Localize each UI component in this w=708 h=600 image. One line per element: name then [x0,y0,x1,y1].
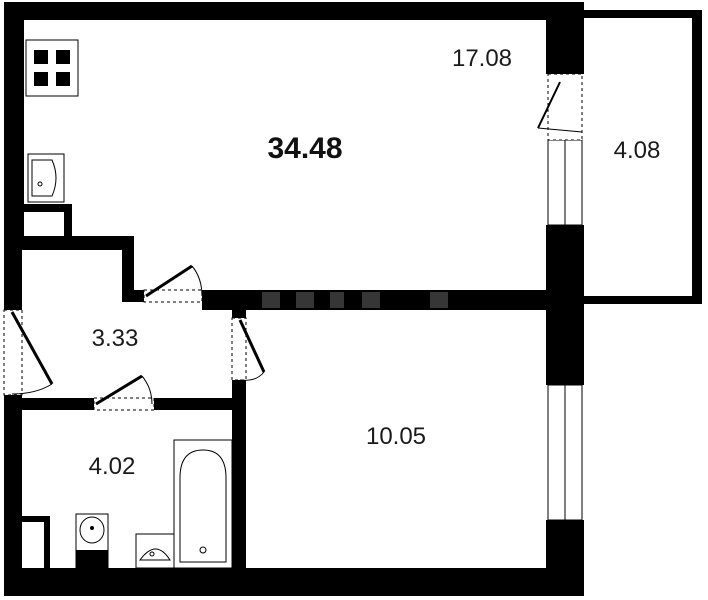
balcony-door [537,73,583,141]
door-swing-icon [238,319,266,373]
balcony-wall-bottom [584,296,702,304]
stove-burner [34,50,48,64]
watermark-bar [430,292,448,308]
bathtub-drain [199,546,207,554]
stove-frame [25,39,79,97]
doors [10,264,266,411]
sink-bowl [31,159,57,197]
wall-hall-bedroom-upper [232,298,246,318]
wall-left-middle [4,240,22,310]
door-arc [239,371,265,381]
bath-alcove-v [44,516,50,570]
wall-kitchen-stub-v [64,204,72,240]
watermark-bar [330,292,344,308]
door-opening [93,397,155,411]
door-swing-icon [95,374,143,406]
washbasin-icon [135,533,175,569]
washbasin-drain [149,551,155,557]
toilet-drain [90,526,94,530]
wall-kitchen-stub [22,204,72,212]
window-icon [3,309,23,396]
wall-hall-bath-left [22,398,94,410]
sink-icon [27,153,65,203]
wall-hall-top [22,236,132,250]
wall-top [4,2,584,20]
stove-burner [56,50,70,64]
wall-right-middle [546,225,584,385]
stove-icon [25,39,79,97]
door-opening [231,317,247,381]
watermark-bar [362,292,380,308]
door-arc [191,265,203,297]
bathtub-basin [179,449,227,563]
stove-burner [56,72,70,86]
door-swing-icon [10,311,54,385]
wall-hall-top2 [122,290,144,302]
sink-drain [37,181,43,187]
room-area-hallway: 3.33 [92,325,139,352]
total-area: 34.48 [267,132,342,165]
windows [3,139,583,521]
door-swing-icon [145,264,193,298]
room-area-living-kitchen: 17.08 [452,45,512,72]
door-arc [11,383,53,395]
wall-left-lower [4,395,22,595]
balcony-wall-right [692,10,702,304]
wall-hall-bedroom-lower [232,380,246,596]
bath-alcove [22,516,50,522]
wall-living-bedroom [202,290,552,310]
door-swing-icon [537,81,561,129]
washbasin-bowl [139,548,171,561]
door-leaf [537,127,583,133]
watermark-bar [262,292,280,308]
room-area-bedroom: 10.05 [366,423,426,450]
room-area-bathroom: 4.02 [89,453,136,480]
bathtub-icon [173,439,233,569]
room-area-balcony: 4.08 [614,137,661,164]
wall-hall-bath-right [154,398,244,410]
door-arc [141,375,153,405]
watermark [262,292,448,308]
toilet-tank [76,550,108,570]
wall-left-upper [4,2,24,240]
stove-burner [34,72,48,86]
wall-right-top [546,2,584,74]
wall-bottom [4,568,584,596]
walls [4,2,702,596]
balcony-wall-top [584,10,700,18]
door-opening [143,289,203,303]
wall-right-lower [546,520,584,596]
watermark-bar [296,292,314,308]
wall-hall-vert [122,236,134,302]
toilet-icon [75,513,109,571]
